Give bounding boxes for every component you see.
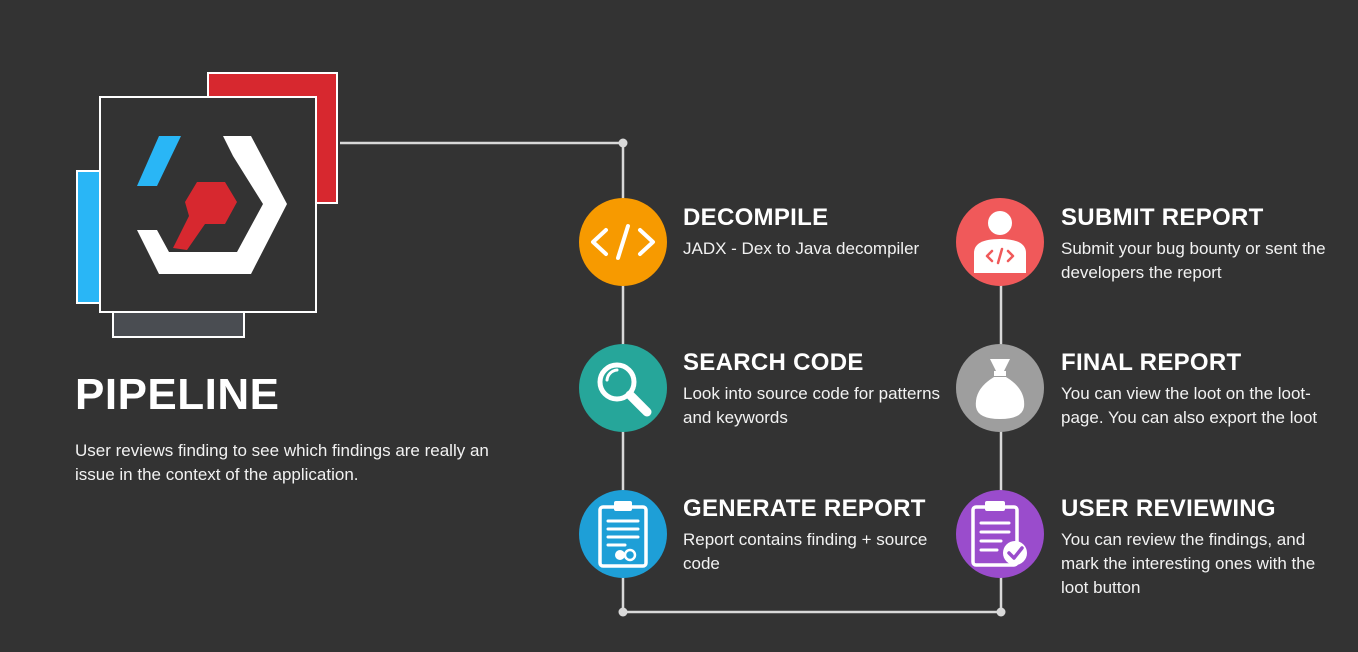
clipboard-check-icon — [956, 490, 1044, 578]
step-title-decompile: DECOMPILE — [683, 204, 829, 231]
step-title-generate-report: GENERATE REPORT — [683, 495, 926, 522]
step-desc-final-report: You can view the loot on the loot-page. … — [1061, 384, 1318, 427]
step-desc-submit-report: Submit your bug bounty or sent the devel… — [1061, 239, 1326, 282]
step-title-final-report: FINAL REPORT — [1061, 349, 1242, 376]
step-title-search-code: SEARCH CODE — [683, 349, 864, 376]
code-brackets-icon — [579, 198, 667, 286]
report-document-icon — [579, 490, 667, 578]
money-bag-icon — [956, 344, 1044, 432]
pipeline-title: PIPELINE — [75, 370, 280, 419]
logo-card-main — [99, 96, 317, 313]
step-desc-user-reviewing: You can review the findings, and mark th… — [1061, 530, 1316, 597]
pipeline-description: User reviews finding to see which findin… — [75, 441, 489, 484]
brackets-bolt-logo-icon — [137, 136, 287, 274]
step-title-submit-report: SUBMIT REPORT — [1061, 204, 1264, 231]
magnifier-icon — [579, 344, 667, 432]
step-desc-decompile: JADX - Dex to Java decompiler — [683, 239, 920, 258]
step-title-user-reviewing: USER REVIEWING — [1061, 495, 1276, 522]
step-desc-search-code: Look into source code for patterns and k… — [683, 384, 941, 427]
step-desc-generate-report: Report contains finding + source code — [683, 530, 928, 573]
developer-person-icon — [956, 198, 1044, 286]
